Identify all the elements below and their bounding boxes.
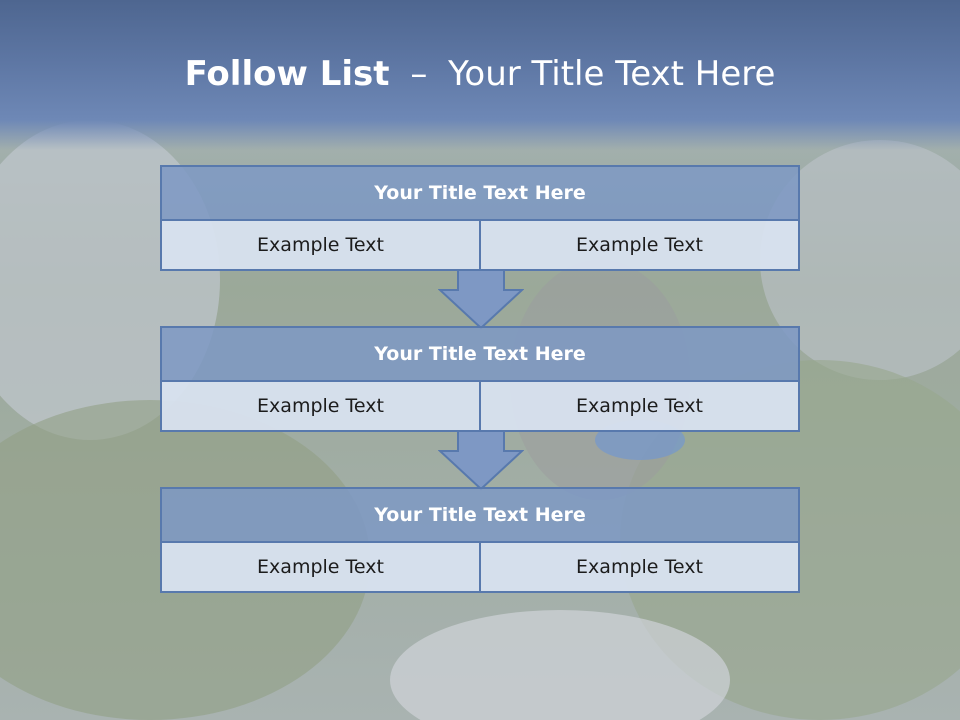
list-block-1: Your Title Text Here Example Text Exampl…: [160, 165, 800, 271]
block-row-3: Example Text Example Text: [160, 543, 800, 593]
page-title: Follow List – Your Title Text Here: [0, 52, 960, 96]
block-3-cell-right: Example Text: [481, 543, 800, 593]
block-2-cell-right: Example Text: [481, 382, 800, 432]
list-block-2: Your Title Text Here Example Text Exampl…: [160, 326, 800, 432]
block-title-1: Your Title Text Here: [160, 165, 800, 221]
block-title-3: Your Title Text Here: [160, 487, 800, 543]
header-band: [0, 0, 960, 150]
down-arrow-icon: [438, 270, 524, 330]
block-1-cell-right: Example Text: [481, 221, 800, 271]
block-2-cell-left: Example Text: [160, 382, 481, 432]
title-separator: –: [410, 54, 428, 94]
block-title-2: Your Title Text Here: [160, 326, 800, 382]
title-rest: Your Title Text Here: [448, 54, 776, 94]
down-arrow-icon: [438, 431, 524, 491]
block-row-2: Example Text Example Text: [160, 382, 800, 432]
block-3-cell-left: Example Text: [160, 543, 481, 593]
list-block-3: Your Title Text Here Example Text Exampl…: [160, 487, 800, 593]
title-bold: Follow List: [184, 54, 390, 94]
block-row-1: Example Text Example Text: [160, 221, 800, 271]
block-1-cell-left: Example Text: [160, 221, 481, 271]
